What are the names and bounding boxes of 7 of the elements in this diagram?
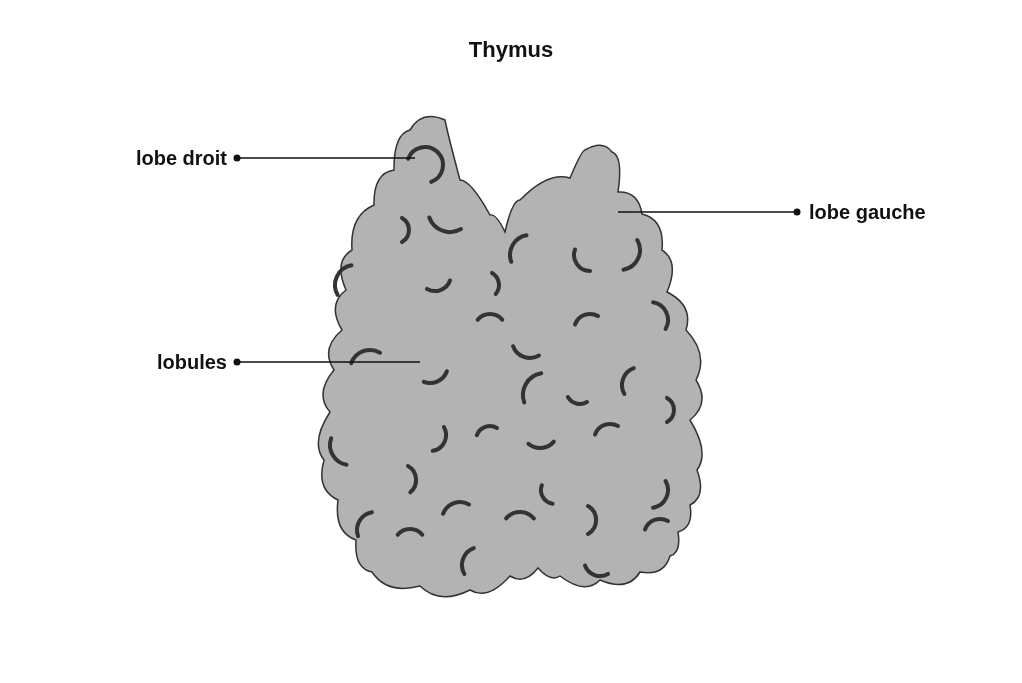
- diagram-title: Thymus: [468, 38, 554, 62]
- part-label: lobe gauche: [809, 200, 926, 224]
- leader-line: [617, 208, 801, 216]
- part-label: lobe droit: [135, 146, 227, 170]
- leader-line: [233, 154, 416, 162]
- leader-line: [233, 358, 421, 366]
- part-label: lobules: [157, 350, 227, 374]
